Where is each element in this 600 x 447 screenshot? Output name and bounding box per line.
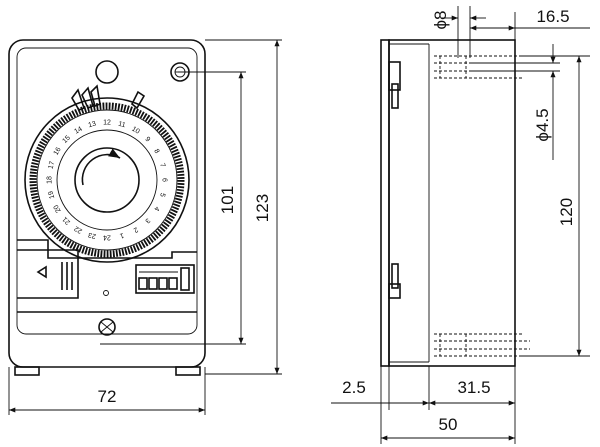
left-module-arrow: [36, 265, 47, 279]
dial-number: 5: [158, 192, 166, 198]
lid-plate: [380, 39, 390, 367]
dial-number: 17: [48, 160, 57, 169]
lower-clip: [388, 263, 401, 299]
dial-center-knob: [74, 147, 140, 213]
dial-number: 8: [152, 148, 160, 155]
setting-tabs: [71, 84, 146, 111]
width-label: 72: [98, 387, 117, 406]
housing-outline: [8, 39, 206, 368]
bottom-screw-slot-2: [100, 321, 114, 333]
dial-number: 22: [73, 224, 83, 234]
dial-number: 24: [103, 234, 111, 241]
right-foot: [175, 366, 201, 376]
left-foot: [14, 366, 40, 376]
side-body: [388, 39, 516, 367]
dial-number: 19: [48, 190, 57, 199]
dial-outer-ring: [24, 97, 190, 263]
dial-pin-ring-outer: [29, 102, 185, 258]
dial-rotation-arrow: [81, 148, 121, 186]
dial-number: 13: [88, 121, 97, 130]
hole-offset-label: 16.5: [536, 7, 569, 26]
dial-number: 10: [130, 126, 140, 136]
dial-number: 6: [161, 178, 168, 182]
dial-number: 4: [152, 205, 160, 212]
height-outer-label: 123: [253, 194, 272, 222]
dial-number: 23: [87, 231, 96, 240]
bottom-screw: [98, 318, 116, 336]
left-module: [17, 249, 79, 299]
upper-clip: [388, 61, 401, 109]
hole-dia-small-label: ϕ4.5: [533, 108, 552, 141]
dial-number: 21: [61, 215, 72, 226]
dial-number: 3: [143, 216, 151, 224]
total-depth-label: 50: [439, 415, 458, 434]
dial-number: 1: [119, 231, 125, 239]
hole-dia-large-label: ϕ8: [431, 11, 450, 30]
lower-hidden-hole: [434, 333, 530, 357]
indicator-dot: [103, 290, 109, 296]
top-hole: [95, 60, 119, 84]
dial-number: 18: [47, 176, 54, 184]
height-inner-label: 101: [218, 186, 237, 214]
dial-number: 2: [132, 225, 139, 233]
dip-switch-block: [135, 264, 195, 294]
dial-number: 7: [158, 162, 166, 168]
dial-number-ring: [56, 129, 158, 231]
dial-number: 15: [61, 134, 72, 145]
dial-number: 11: [117, 121, 126, 130]
housing-inner-outline: [16, 47, 198, 335]
side-view: ϕ8 16.5 ϕ4.5 120 2.5 31.5 50: [331, 6, 590, 444]
dial-number: 12: [103, 120, 111, 127]
body-depth-label: 31.5: [457, 378, 490, 397]
lid-label: 2.5: [342, 378, 366, 397]
dial-pin-ring-edge: [36, 109, 178, 251]
dial-number: 14: [73, 126, 83, 136]
dial-number: 9: [143, 136, 151, 144]
lower-panel-outline: [17, 239, 197, 259]
dial-number: 16: [53, 146, 63, 156]
dial-number: 20: [53, 203, 63, 213]
hole-pitch-label: 120: [557, 198, 576, 226]
